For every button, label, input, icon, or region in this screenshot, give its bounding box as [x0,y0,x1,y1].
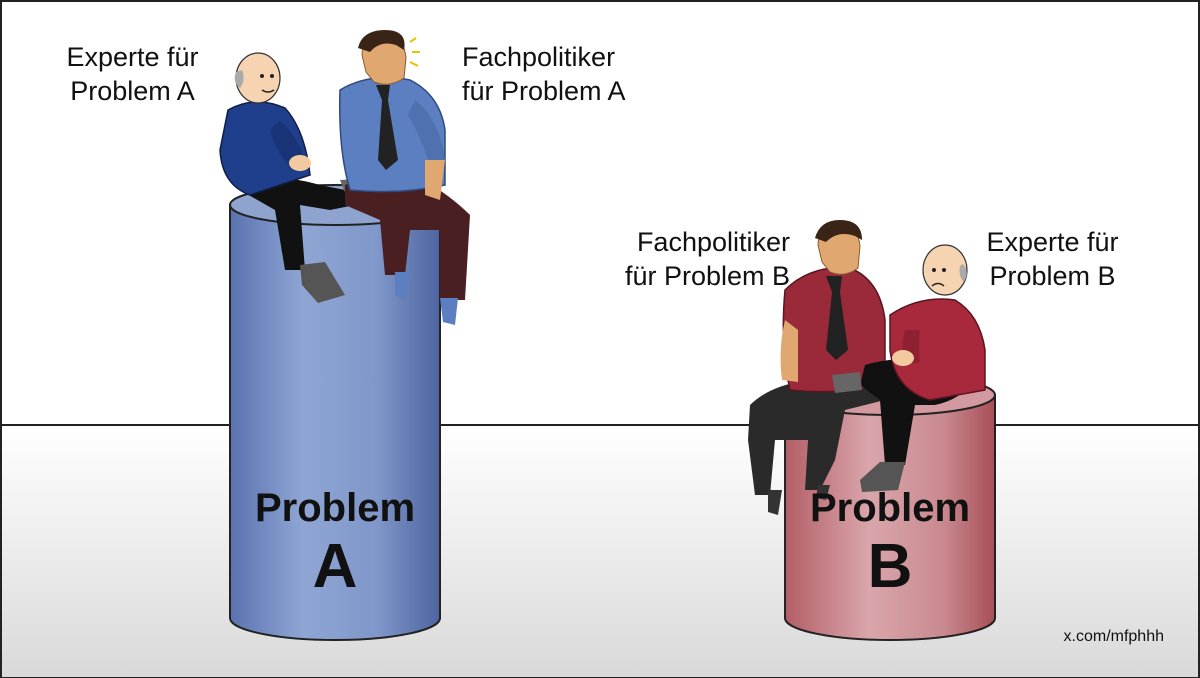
cylinder-a-label: Problem A [230,486,440,602]
cylinder-a-letter: A [312,532,358,601]
label-politician-b: Fachpolitiker für Problem B [590,225,790,293]
label-expert-b-line2: Problem B [989,261,1116,291]
expert-b-figure [832,244,986,492]
politician-b-figure [748,220,886,515]
label-politician-b-line2: für Problem B [624,261,790,291]
label-politician-a: Fachpolitiker für Problem A [462,40,626,108]
politician-a-figure [338,30,470,325]
cylinder-a-word: Problem [254,486,416,530]
cylinder-b-label: Problem B [785,486,995,602]
label-expert-a-line2: Problem A [70,76,195,106]
label-expert-a-line1: Experte für [66,42,199,72]
label-politician-b-line1: Fachpolitiker [636,227,790,257]
label-politician-a-line1: Fachpolitiker [462,42,616,72]
cylinder-b-word: Problem [809,486,971,530]
label-expert-b: Experte für Problem B [975,225,1130,293]
label-politician-a-line2: für Problem A [462,76,626,106]
floor [2,425,1198,677]
cylinder-b-letter: B [867,532,913,601]
credit-text: x.com/mfphhh [1063,628,1164,645]
label-expert-b-line1: Experte für [986,227,1119,257]
label-expert-a: Experte für Problem A [50,40,215,108]
